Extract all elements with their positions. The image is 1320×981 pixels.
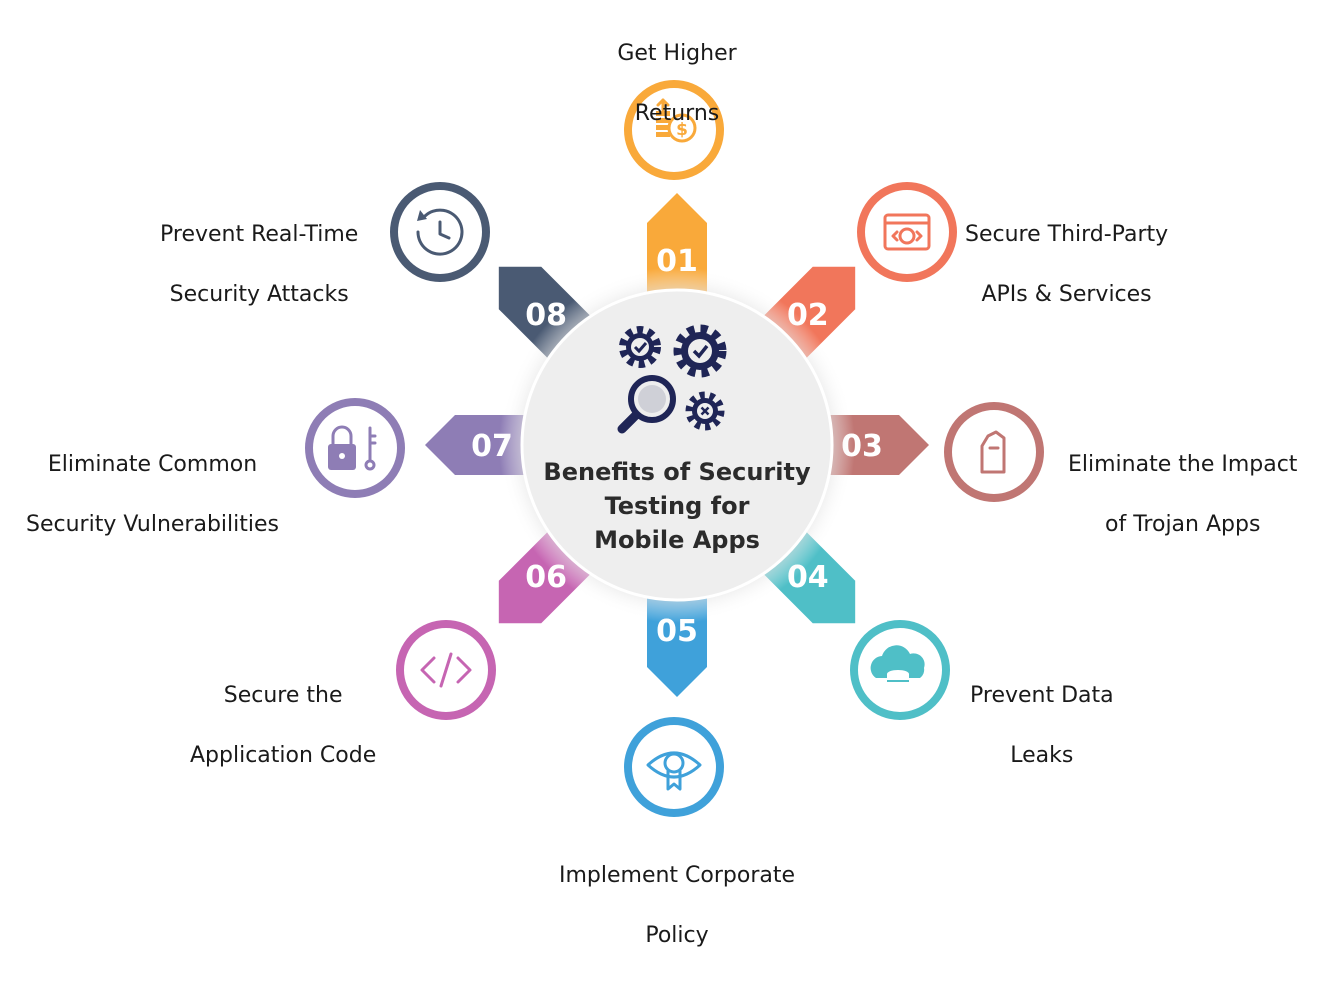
- label-01: Get Higher Returns: [617, 41, 737, 126]
- clock-refresh-icon: [390, 182, 490, 282]
- center-title: Benefits of Security Testing for Mobile …: [532, 455, 822, 557]
- label-06: Secure the Application Code: [190, 683, 377, 768]
- coins-dollar-icon: $: [624, 80, 724, 180]
- gear-x-icon: [685, 391, 725, 431]
- icons-layer: $: [305, 80, 1044, 817]
- center-circle: [520, 288, 834, 602]
- cloud-database-icon: [850, 620, 950, 720]
- center-title-line3: Mobile Apps: [594, 526, 760, 554]
- label-07: Eliminate Common Security Vulnerabilitie…: [26, 452, 279, 537]
- browser-globe-icon: [857, 182, 957, 282]
- center-gears-icon: [617, 324, 727, 434]
- gear-check-icon: [619, 326, 661, 368]
- label-08: Prevent Real-Time Security Attacks: [160, 222, 359, 307]
- svg-text:$: $: [676, 120, 688, 140]
- code-icon: [396, 620, 496, 720]
- label-03: Eliminate the Impact of Trojan Apps: [1068, 452, 1298, 537]
- label-02: Secure Third-Party APIs & Services: [965, 222, 1169, 307]
- lock-key-icon: [305, 398, 405, 498]
- gear-check-icon: [673, 324, 727, 378]
- eye-badge-icon: [624, 717, 724, 817]
- center-title-line1: Benefits of Security: [543, 458, 811, 486]
- trojan-horse-icon: [944, 402, 1044, 502]
- label-05: Implement Corporate Policy: [558, 863, 796, 948]
- label-04: Prevent Data Leaks: [970, 683, 1114, 768]
- center-title-line2: Testing for: [604, 492, 750, 520]
- magnifier-icon: [617, 375, 676, 434]
